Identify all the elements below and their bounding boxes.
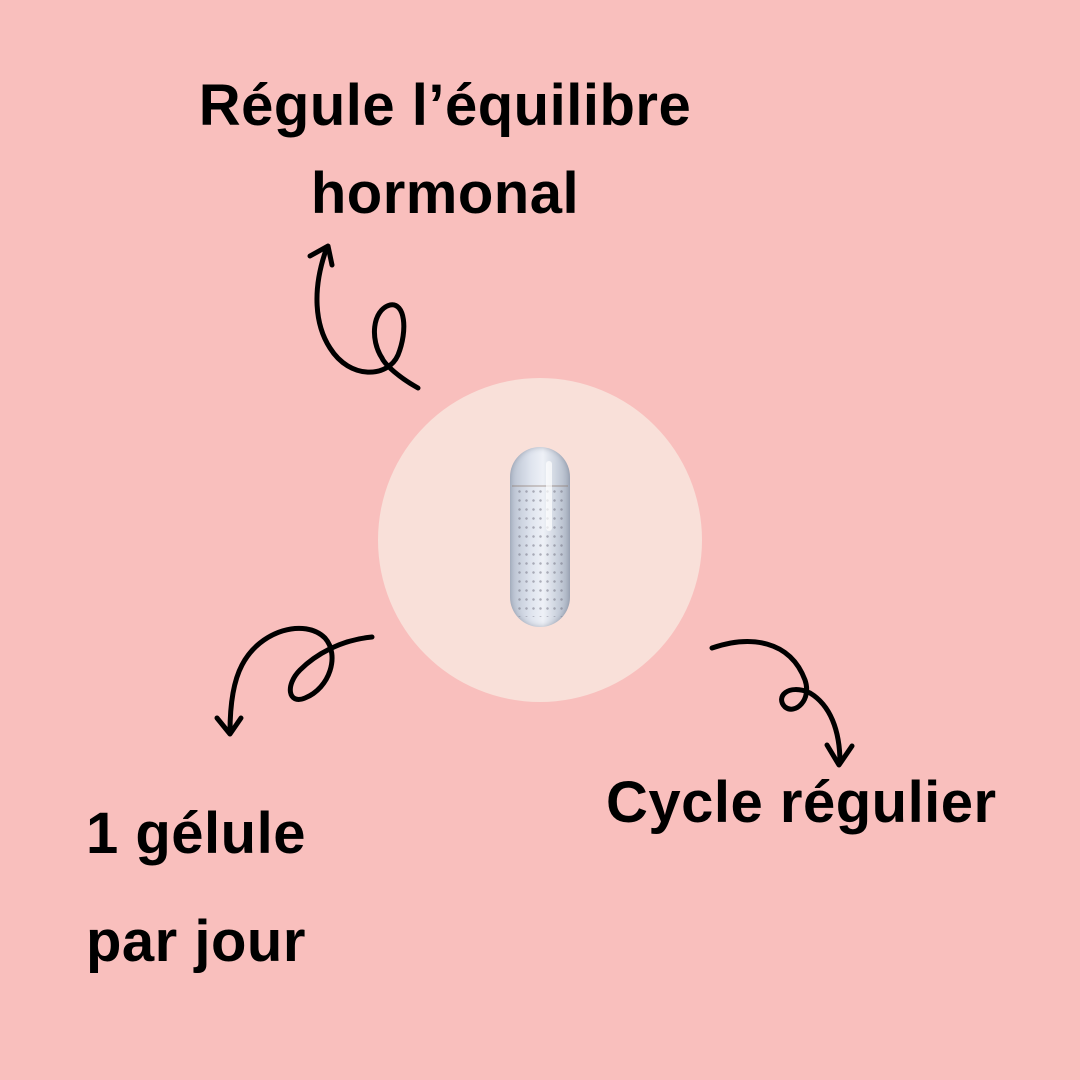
label-line: hormonal (310, 161, 580, 226)
capsule-highlight (546, 461, 552, 531)
label-line: Régule l’équilibre (198, 73, 692, 138)
label-line: 1 gélule (86, 801, 306, 866)
curly-arrow-down-left-icon (214, 625, 375, 737)
benefit-label-hormonal-balance: Régule l’équilibre hormonal (160, 62, 730, 238)
capsule-seam (512, 485, 568, 487)
capsule-image (510, 447, 570, 627)
benefit-label-dosage: 1 gélule par jour (86, 780, 306, 996)
benefit-label-regular-cycle: Cycle régulier (606, 770, 997, 835)
curly-arrow-up-icon (307, 243, 421, 391)
curly-arrow-down-right-icon (709, 639, 855, 768)
powder-texture (516, 487, 564, 617)
label-line: par jour (86, 909, 306, 974)
